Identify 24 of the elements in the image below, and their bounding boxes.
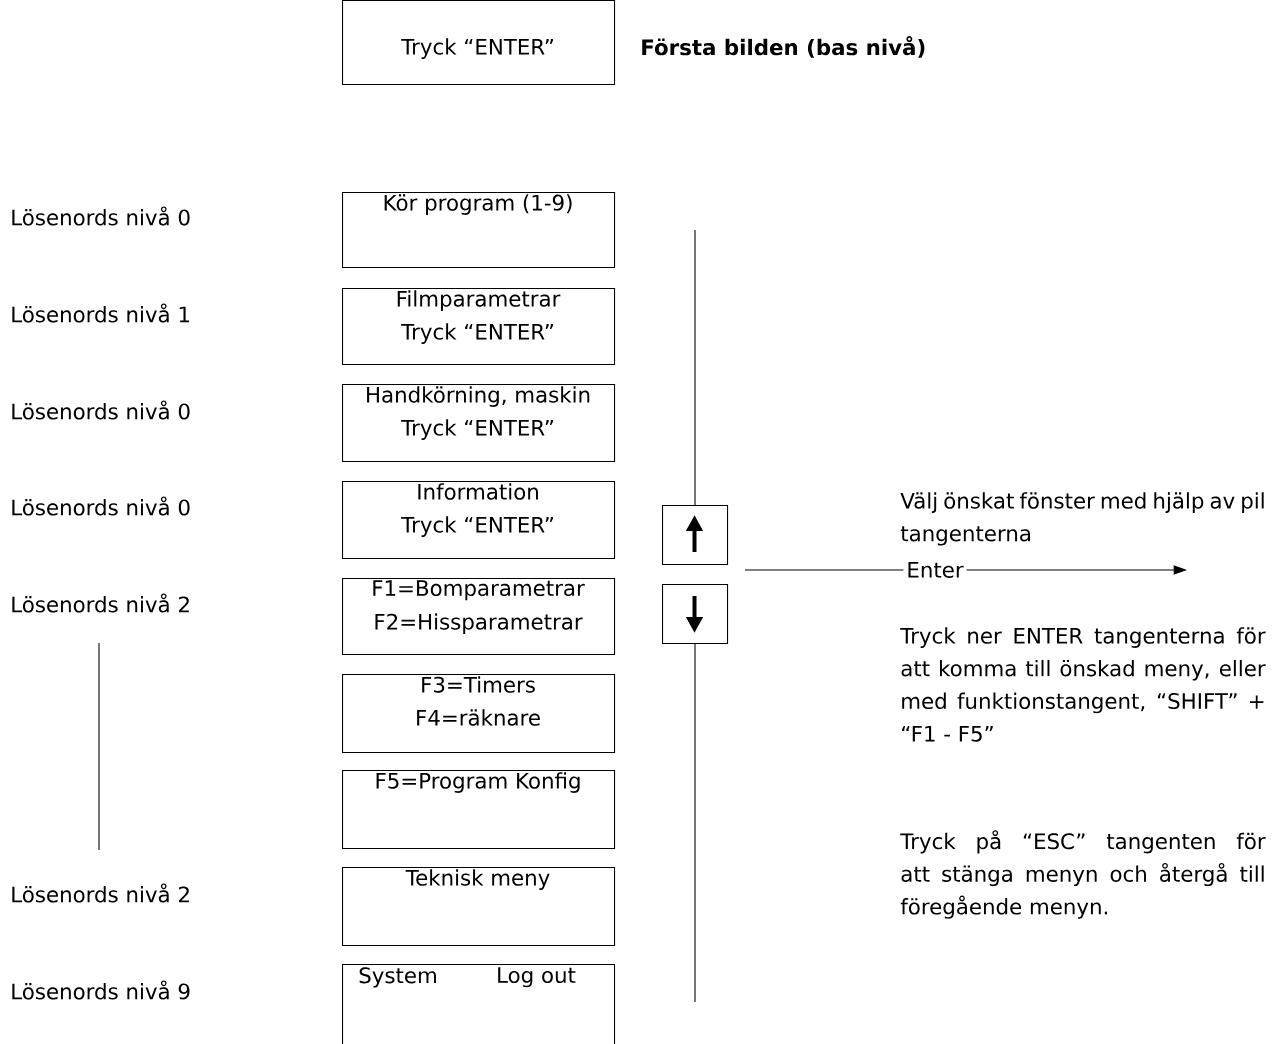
level-label: Lösenords nivå 1 <box>12 303 189 323</box>
level-label: Lösenords nivå 2 <box>12 593 189 613</box>
instruction-text: Tryck på “ESC” tangenten för att stänga menyn och återgå till föregående menyn. <box>900 830 1266 919</box>
heading: Första bilden (bas nivå) <box>642 36 925 58</box>
arrow-key <box>662 505 729 566</box>
menu-box: Information Tryck “ENTER” <box>342 481 616 560</box>
menu-box: Filmparametrar Tryck “ENTER” <box>342 288 616 366</box>
menu-box: F3=Timers F4=räknare <box>342 674 616 754</box>
menu-box: Teknisk meny <box>342 867 616 947</box>
title-box: Tryck “ENTER” <box>342 0 616 86</box>
level-label: Lösenords nivå 0 <box>12 400 190 420</box>
instruction-text: Tryck ner ENTER tangenterna för att komma till önskad meny, eller med funktionstangent, “SHIFT” + “F1 - F5” <box>900 627 1266 742</box>
instruction-text: Välj önskat fönster med hjälp av pil tangenterna <box>900 492 1264 546</box>
level-label: Lösenords nivå 0 <box>12 496 190 516</box>
menu-box: F5=Program Konfig <box>342 770 616 850</box>
arrow-key <box>662 584 729 645</box>
level-label: Lösenords nivå 9 <box>12 980 190 1000</box>
level-label: Lösenords nivå 0 <box>12 206 190 226</box>
menu-box: Handkörning, maskin Tryck “ENTER” <box>342 384 616 463</box>
menu-box: F1=Bomparametrar F2=Hissparametrar <box>342 578 616 656</box>
menu-box: System Log out <box>342 964 616 1044</box>
menu-box: Kör program (1-9) <box>342 192 616 269</box>
level-label: Lösenords nivå 2 <box>12 883 189 903</box>
key-label: Enter <box>908 562 964 578</box>
